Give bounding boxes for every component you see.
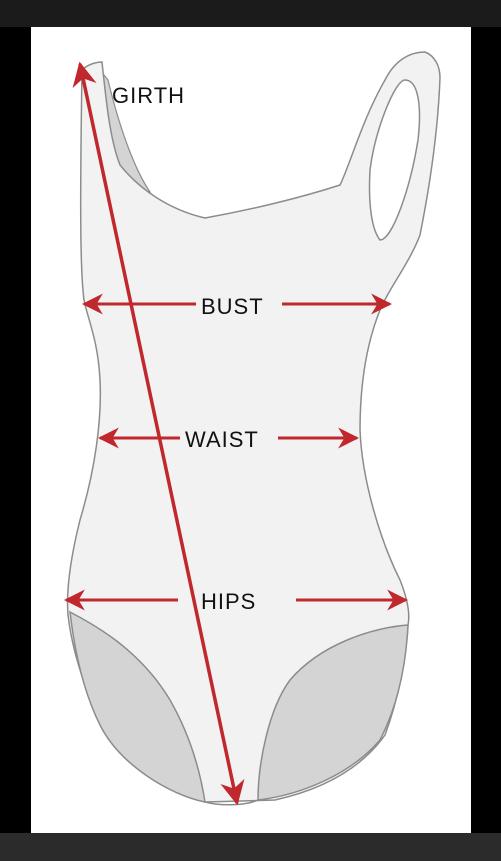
leg-lining-right xyxy=(257,624,409,801)
top-bar xyxy=(0,0,501,27)
waist-label: WAIST xyxy=(185,427,259,452)
girth-arrow xyxy=(72,61,245,806)
bust-label: BUST xyxy=(201,294,264,319)
girth-label: GIRTH xyxy=(112,83,185,108)
bottom-bar xyxy=(0,833,501,861)
hips-label: HIPS xyxy=(201,589,256,614)
strap-cutout-right xyxy=(368,79,421,241)
